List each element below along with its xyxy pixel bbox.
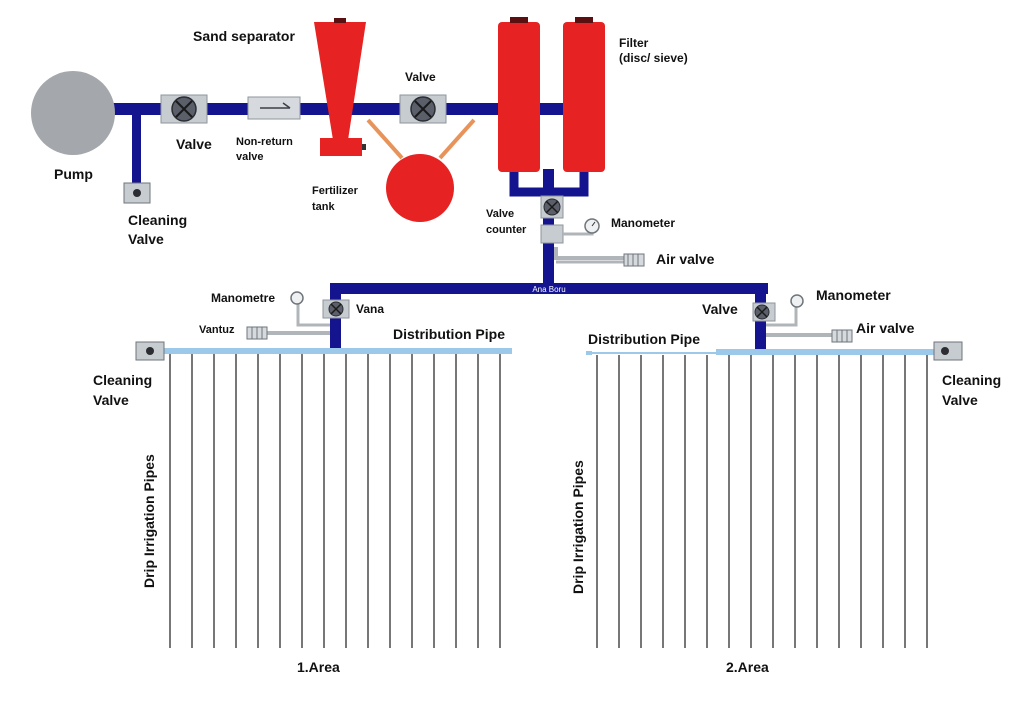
sand-separator xyxy=(314,18,366,156)
fertilizer-label-1: Fertilizer xyxy=(312,185,358,197)
manometer-area-1 xyxy=(290,291,330,327)
manometer-top xyxy=(563,218,600,236)
valve-before-filter xyxy=(399,94,447,124)
non-return-valve xyxy=(247,96,301,120)
distribution-pipe-left-label: Distribution Pipe xyxy=(393,326,505,342)
air-valve-top-label: Air valve xyxy=(656,251,715,267)
distribution-pipe-area-2 xyxy=(716,349,934,355)
cleaning-valve-right-label-2: Valve xyxy=(942,392,978,408)
air-valve-area-1 xyxy=(246,326,330,340)
valve-counter-label-2: counter xyxy=(486,224,527,236)
filter-type-label: (disc/ sieve) xyxy=(619,51,688,65)
air-valve-right-label: Air valve xyxy=(856,320,915,336)
drip-pipes-right-label: Drip Irrigation Pipes xyxy=(570,460,586,594)
drip-pipes-left-label: Drip Irrigation Pipes xyxy=(141,454,157,588)
drip-lines-area-1 xyxy=(169,354,501,648)
main-valve xyxy=(160,94,208,124)
cleaning-valve-top-label-2: Valve xyxy=(128,231,164,247)
cleaning-valve-pump xyxy=(123,182,151,204)
non-return-label-1: Non-return xyxy=(236,136,293,148)
pump-label: Pump xyxy=(54,166,93,182)
valve-right-label: Valve xyxy=(702,301,738,317)
main-pipe-label: Ana Boru xyxy=(532,285,565,294)
cleaning-valve-left-label-1: Cleaning xyxy=(93,372,153,388)
valve-main-label: Valve xyxy=(176,136,212,152)
fertilizer-tank xyxy=(366,118,476,222)
pump xyxy=(31,71,115,155)
manometre-left-label: Manometre xyxy=(211,291,276,305)
vana-left-label: Vana xyxy=(356,302,385,316)
manometer-top-label: Manometer xyxy=(611,216,676,230)
sand-separator-label: Sand separator xyxy=(193,28,295,44)
air-valve-top xyxy=(554,247,645,267)
air-valve-area-2 xyxy=(766,329,853,343)
filter-label: Filter xyxy=(619,36,649,50)
distribution-pipe-right-label: Distribution Pipe xyxy=(588,331,700,347)
non-return-label-2: valve xyxy=(236,151,264,163)
valve-area-2 xyxy=(752,302,776,322)
cleaning-valve-top-label-1: Cleaning xyxy=(128,212,188,228)
valve-counter-label-1: Valve xyxy=(486,208,515,220)
filters xyxy=(498,17,605,172)
cleaning-valve-area-2 xyxy=(933,341,963,361)
vantuz-left-label: Vantuz xyxy=(199,324,235,336)
valve-area-1 xyxy=(322,299,350,319)
cleaning-valve-left-label-2: Valve xyxy=(93,392,129,408)
manometer-area-2 xyxy=(766,294,804,327)
drip-lines-area-2 xyxy=(596,355,928,648)
valve-top-label: Valve xyxy=(405,70,436,84)
fertilizer-label-2: tank xyxy=(312,201,335,213)
valve-counter xyxy=(540,195,564,244)
cleaning-valve-right-label-1: Cleaning xyxy=(942,372,1002,388)
manometer-right-label: Manometer xyxy=(816,287,891,303)
cleaning-valve-area-1 xyxy=(135,341,165,361)
area-1-label: 1.Area xyxy=(297,659,340,675)
area-2-label: 2.Area xyxy=(726,659,769,675)
distribution-pipe-area-1 xyxy=(164,348,512,354)
